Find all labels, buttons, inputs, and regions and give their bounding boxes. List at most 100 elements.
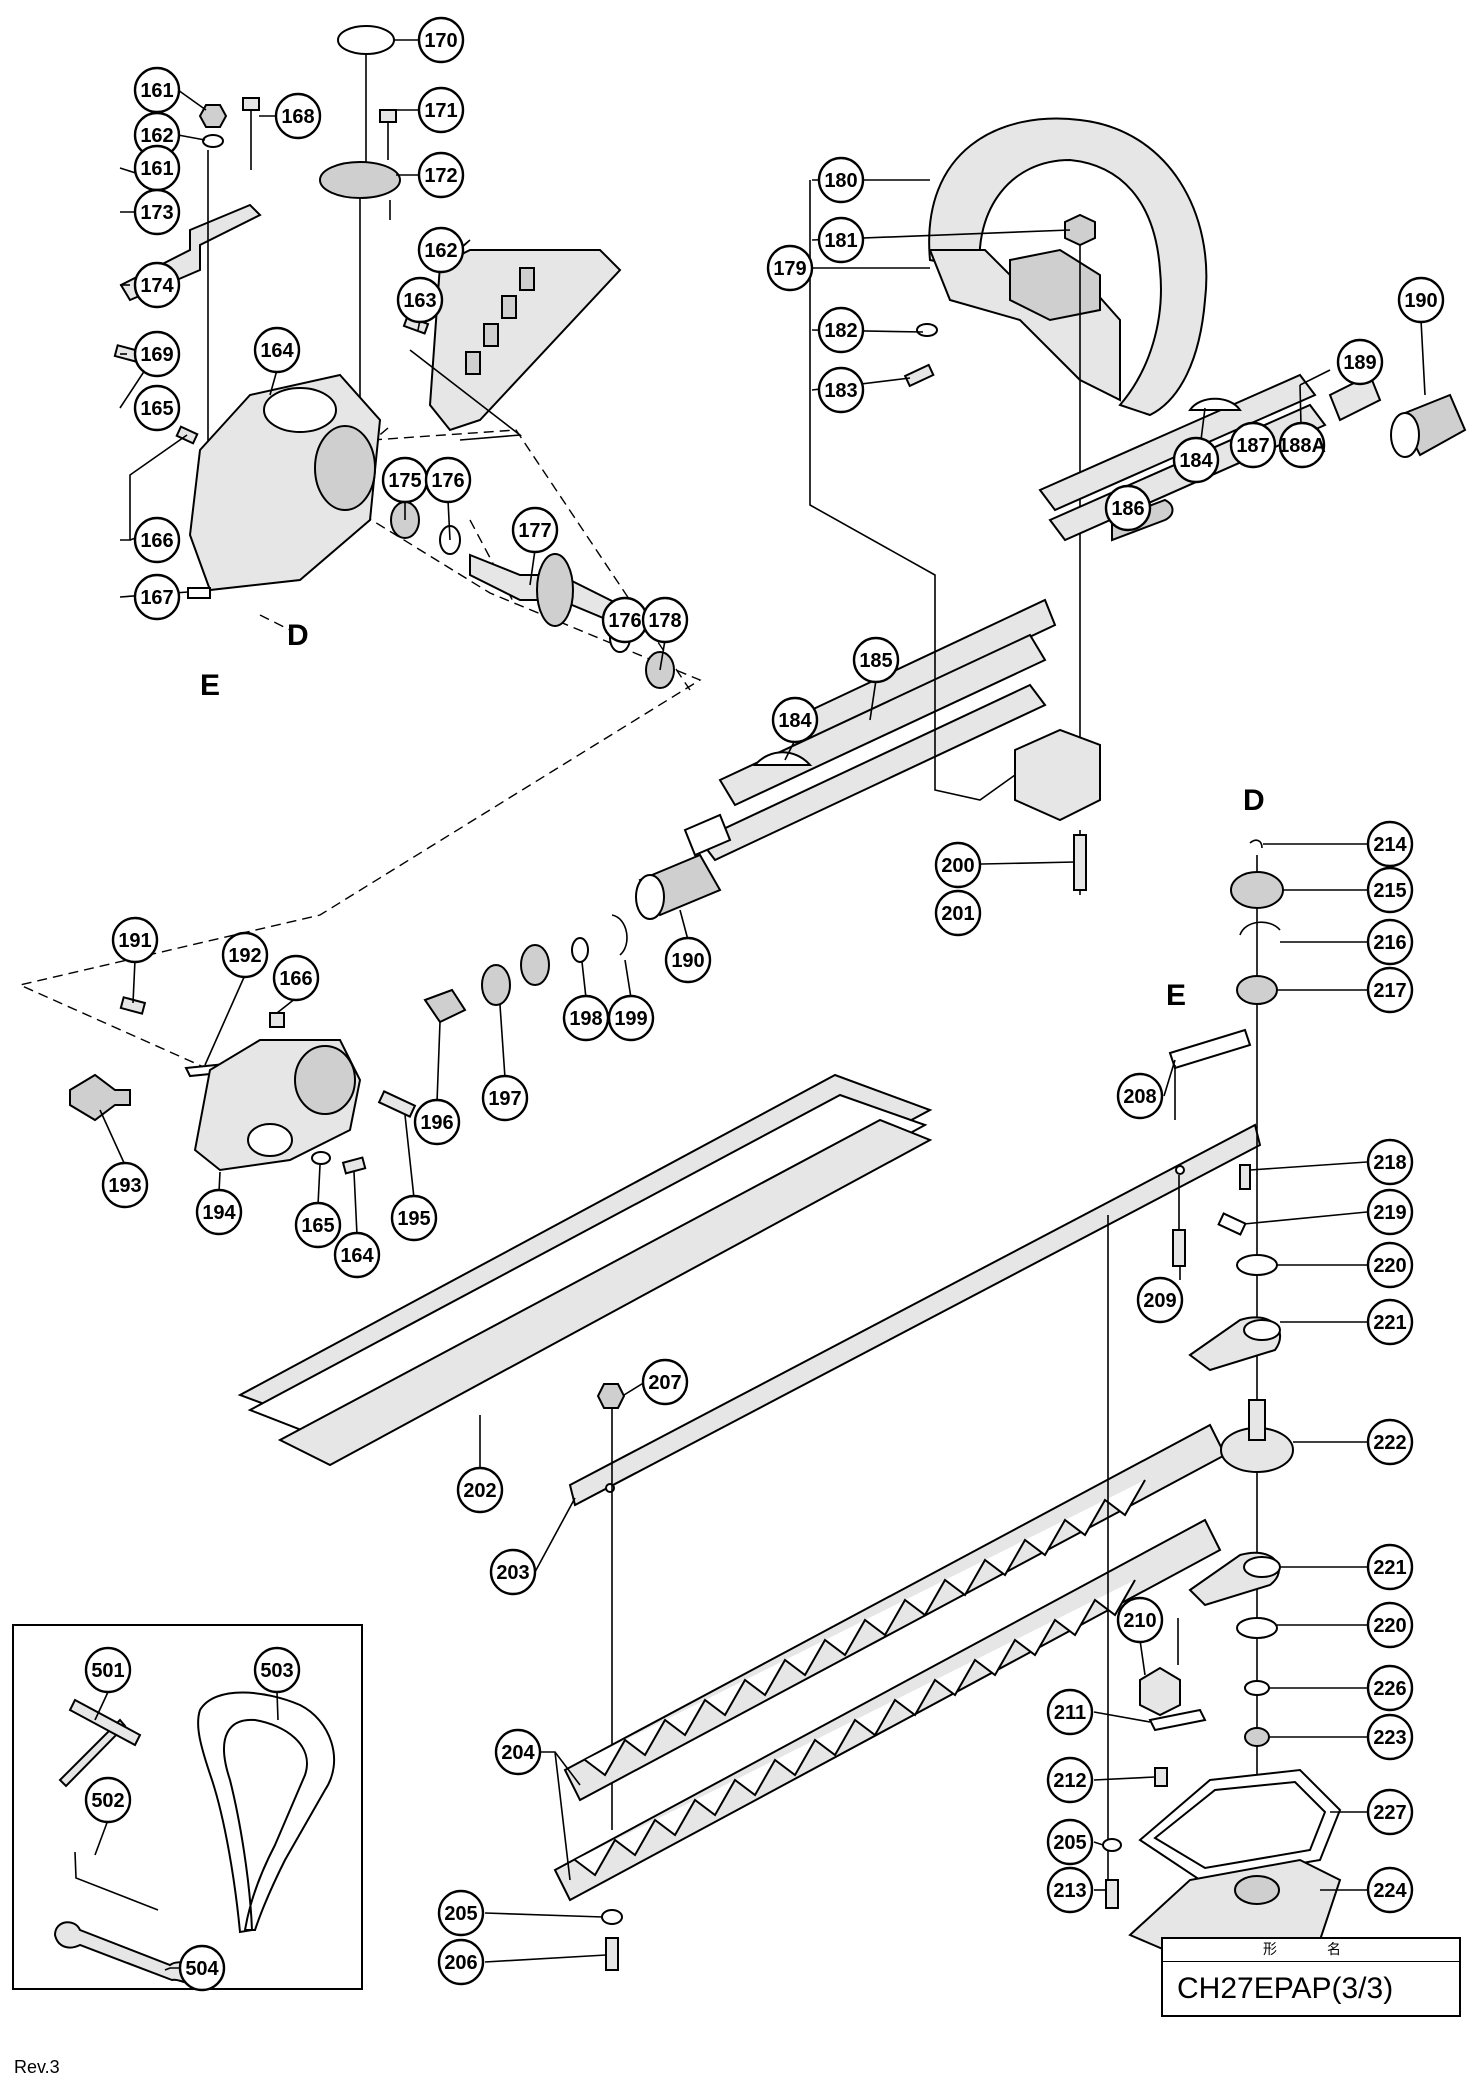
shaft-tubes	[635, 338, 1467, 920]
callout-label: 175	[388, 470, 421, 492]
callout-label: 184	[1179, 450, 1213, 472]
callout-label: 196	[420, 1112, 453, 1134]
callout-194: 194	[195, 1188, 243, 1236]
callout-162: 162	[133, 111, 181, 159]
callout-label: 163	[403, 290, 436, 312]
model-number: CH27EPAP(3/3)	[1177, 1972, 1394, 2005]
gear-stack-right	[1128, 839, 1342, 2010]
callout-label: 205	[1053, 1832, 1086, 1854]
callout-220: 220	[1366, 1241, 1414, 1289]
callout-185: 185	[852, 636, 900, 684]
callout-193: 193	[101, 1161, 149, 1209]
callout-215: 215	[1366, 866, 1414, 914]
callout-165: 165	[133, 384, 181, 432]
marker-e-top: E	[200, 669, 220, 702]
callout-label: 193	[108, 1175, 141, 1197]
callout-label: 171	[424, 100, 457, 122]
callout-label: 221	[1373, 1312, 1406, 1334]
callout-label: 211	[1054, 1702, 1086, 1724]
callout-label: 190	[1404, 290, 1437, 312]
callout-172: 172	[417, 151, 465, 199]
callout-164: 164	[253, 326, 301, 374]
callout-label: 190	[671, 950, 704, 972]
callout-label: 176	[608, 610, 641, 632]
callout-label: 215	[1373, 880, 1406, 902]
callout-201: 201	[934, 889, 982, 937]
callout-184: 184	[1172, 436, 1220, 484]
callout-223: 223	[1366, 1713, 1414, 1761]
callout-188A: 188A	[1278, 421, 1326, 469]
callout-label: 191	[118, 930, 151, 952]
callout-label: 166	[279, 968, 312, 990]
callout-label: 179	[773, 258, 806, 280]
callout-label: 198	[569, 1008, 602, 1030]
callout-173: 173	[133, 188, 181, 236]
callout-label: 165	[301, 1215, 334, 1237]
callout-label: 224	[1373, 1880, 1407, 1902]
callout-205: 205	[1046, 1818, 1094, 1866]
callout-label: 174	[140, 275, 174, 297]
callout-label: 207	[648, 1372, 681, 1394]
callout-216: 216	[1366, 918, 1414, 966]
callout-212: 212	[1046, 1756, 1094, 1804]
callout-207: 207	[641, 1358, 689, 1406]
callout-220: 220	[1366, 1601, 1414, 1649]
callout-218: 218	[1366, 1138, 1414, 1186]
callout-label: 167	[140, 587, 173, 609]
callout-label: 205	[444, 1903, 477, 1925]
callout-202: 202	[456, 1466, 504, 1514]
callout-502: 502	[84, 1776, 132, 1824]
callout-175: 175	[381, 456, 429, 504]
callout-162: 162	[417, 226, 465, 274]
callout-label: 501	[91, 1660, 124, 1682]
callout-label: 217	[1373, 980, 1406, 1002]
callout-178: 178	[641, 596, 689, 644]
wrench-504	[53, 1921, 197, 1984]
callout-label: 203	[496, 1562, 529, 1584]
pipe-187	[1038, 373, 1317, 512]
gear-215	[1230, 871, 1284, 909]
callout-label: 200	[941, 855, 974, 877]
callout-label: 504	[185, 1958, 219, 1980]
lever-173	[428, 249, 622, 432]
title-block-header: 形 名	[1163, 1939, 1459, 1962]
callout-label: 216	[1373, 932, 1406, 954]
callout-label: 192	[228, 945, 261, 967]
callout-198: 198	[562, 994, 610, 1042]
callout-label: 201	[941, 903, 974, 925]
pipe-lower	[698, 683, 1047, 862]
callout-182: 182	[817, 306, 865, 354]
callout-label: 183	[824, 380, 857, 402]
callout-label: 210	[1123, 1610, 1156, 1632]
front-handle	[903, 117, 1208, 895]
callout-label: 220	[1373, 1255, 1406, 1277]
callout-label: 194	[202, 1202, 236, 1224]
callout-label: 212	[1053, 1770, 1086, 1792]
callout-211: 211	[1046, 1688, 1094, 1736]
callout-209: 209	[1136, 1276, 1184, 1324]
callout-label: 182	[824, 320, 857, 342]
callout-label: 219	[1373, 1202, 1406, 1224]
callout-label: 169	[140, 344, 173, 366]
callout-161: 161	[133, 144, 181, 192]
callout-184: 184	[771, 696, 819, 744]
clip-210	[1139, 1666, 1181, 1717]
callout-label: 227	[1373, 1802, 1406, 1824]
callout-label: 181	[824, 230, 857, 252]
callout-label: 195	[397, 1208, 430, 1230]
callout-label: 188A	[1278, 435, 1326, 457]
callout-label: 168	[281, 106, 314, 128]
callout-label: 502	[91, 1790, 124, 1812]
callout-label: 170	[424, 30, 457, 52]
pinion-196	[423, 988, 467, 1024]
callout-label: 218	[1373, 1152, 1406, 1174]
callout-177: 177	[511, 506, 559, 554]
callout-224: 224	[1366, 1866, 1414, 1914]
callout-label: 202	[463, 1480, 496, 1502]
callout-label: 209	[1143, 1290, 1176, 1312]
callout-503: 503	[253, 1646, 301, 1694]
clamp-200	[1014, 728, 1101, 822]
callout-164: 164	[333, 1231, 381, 1279]
blade-cover-202	[237, 1073, 933, 1470]
callout-226: 226	[1366, 1664, 1414, 1712]
